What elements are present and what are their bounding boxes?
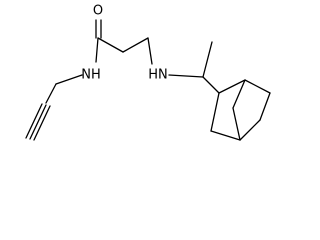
bond-ch-bicycle	[202, 76, 220, 94]
oxygen-label: O	[93, 4, 103, 19]
bond-carbonyl-amide-n	[95, 37, 99, 63]
bond-alkyne-triple-c	[33, 105, 51, 141]
bond-ring-c1-c7	[232, 79, 246, 109]
bond-ch-methyl	[202, 41, 213, 78]
bond-ring-c4-c3	[210, 130, 241, 141]
bond-alpha-methyl	[122, 37, 149, 53]
bond-ring-c6-c5	[259, 92, 271, 121]
bond-ring-c3-c2	[210, 92, 220, 132]
bond-amine-n-ch	[168, 74, 204, 78]
bond-ring-c2-c1	[218, 79, 246, 94]
amine-nitrogen-label: HN	[148, 68, 168, 83]
bond-ring-c1-c6	[244, 79, 271, 94]
bond-ch2-alkyne	[45, 83, 57, 104]
bond-alpha-amine-n	[147, 37, 153, 65]
bond-ring-c7-c4	[232, 107, 241, 141]
bond-ring-c5-c4	[239, 119, 261, 141]
bond-alkyne-triple-a	[25, 103, 43, 139]
bond-alkyne-triple-b	[29, 104, 47, 140]
bond-carbonyl-alpha	[97, 37, 124, 53]
molecule-structure: O NH HN	[25, 4, 271, 141]
amide-nitrogen-label: NH	[81, 68, 101, 83]
bond-amide-n-ch2	[55, 74, 83, 85]
